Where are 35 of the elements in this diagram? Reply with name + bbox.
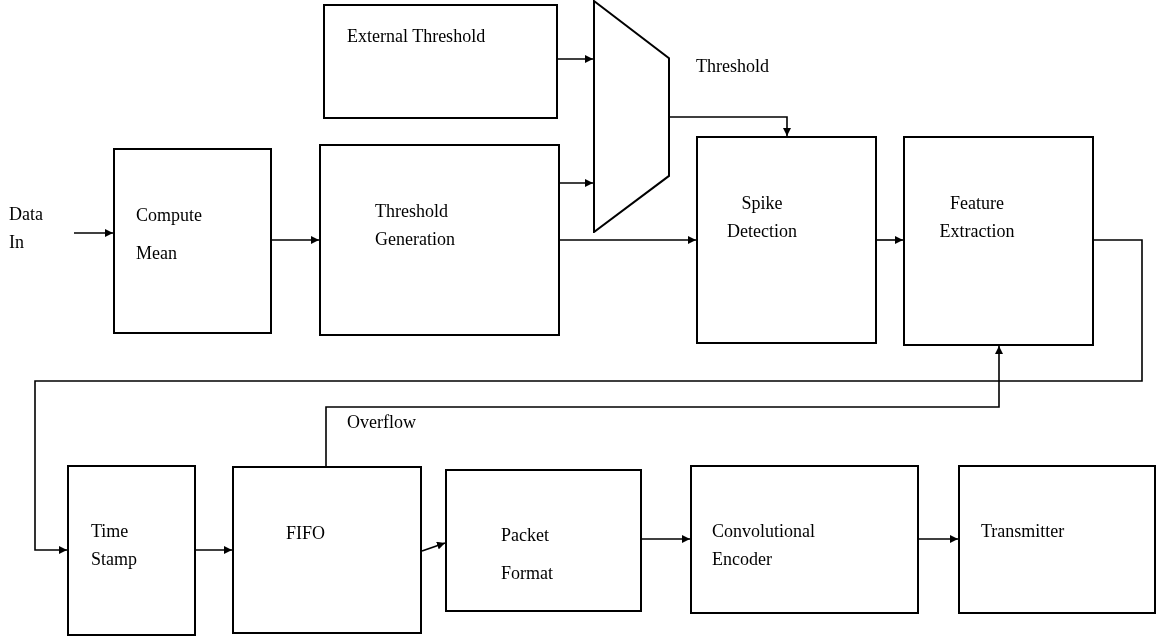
box-label: FIFO — [286, 522, 326, 545]
box-label: Compute Mean — [136, 204, 203, 265]
box-label: Convolutional Encoder — [712, 520, 816, 571]
multiplexer-shape — [593, 0, 670, 233]
arrow — [876, 236, 904, 244]
arrow — [34, 239, 1143, 554]
arrow — [559, 179, 594, 187]
arrow — [195, 546, 233, 554]
arrow — [73, 229, 114, 237]
box-label: Data In — [9, 203, 44, 254]
arrow — [325, 345, 1003, 467]
process-box — [67, 465, 196, 636]
process-box — [113, 148, 272, 334]
arrow — [271, 236, 320, 244]
box-label: Time Stamp — [91, 520, 138, 571]
process-box — [690, 465, 919, 614]
arrow — [559, 236, 697, 244]
arrow — [669, 116, 791, 137]
process-box — [696, 136, 877, 344]
process-box — [445, 469, 642, 612]
process-box — [232, 466, 422, 634]
arrow — [641, 535, 691, 543]
arrow — [557, 55, 594, 63]
box-label: Spike Detection — [726, 192, 798, 243]
process-box — [323, 4, 558, 119]
box-label: Packet Format — [501, 524, 554, 585]
arrow — [918, 535, 959, 543]
process-box — [319, 144, 560, 336]
box-label: Threshold Generation — [375, 200, 456, 251]
box-label: Transmitter — [981, 520, 1066, 543]
box-label: External Threshold — [347, 25, 487, 48]
box-label: Feature Extraction — [938, 192, 1016, 243]
process-box — [958, 465, 1156, 614]
arrow — [421, 541, 446, 552]
process-box — [903, 136, 1094, 346]
